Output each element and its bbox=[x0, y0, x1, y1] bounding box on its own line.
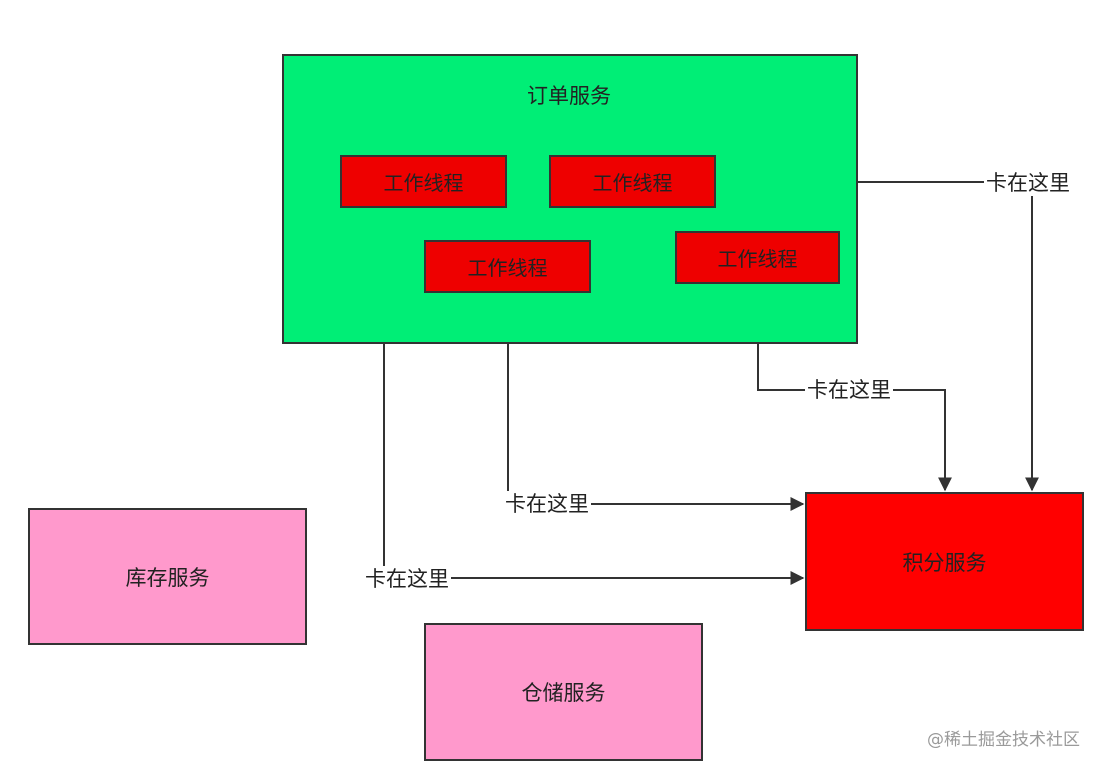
order-service-title: 订单服务 bbox=[527, 84, 611, 108]
points-service-box: 积分服务 bbox=[805, 492, 1084, 631]
stuck-label-1: 卡在这里 bbox=[984, 170, 1072, 196]
stuck-label-4: 卡在这里 bbox=[363, 566, 451, 592]
stuck-label-3: 卡在这里 bbox=[503, 491, 591, 517]
worker-thread-4: 工作线程 bbox=[675, 231, 840, 284]
worker-thread-1: 工作线程 bbox=[340, 155, 507, 208]
worker-thread-2: 工作线程 bbox=[549, 155, 716, 208]
inventory-service-box: 库存服务 bbox=[28, 508, 307, 645]
warehouse-service-box: 仓储服务 bbox=[424, 623, 703, 761]
watermark: @稀土掘金技术社区 bbox=[927, 730, 1080, 750]
worker-thread-3: 工作线程 bbox=[424, 240, 591, 293]
stuck-label-2: 卡在这里 bbox=[805, 377, 893, 403]
